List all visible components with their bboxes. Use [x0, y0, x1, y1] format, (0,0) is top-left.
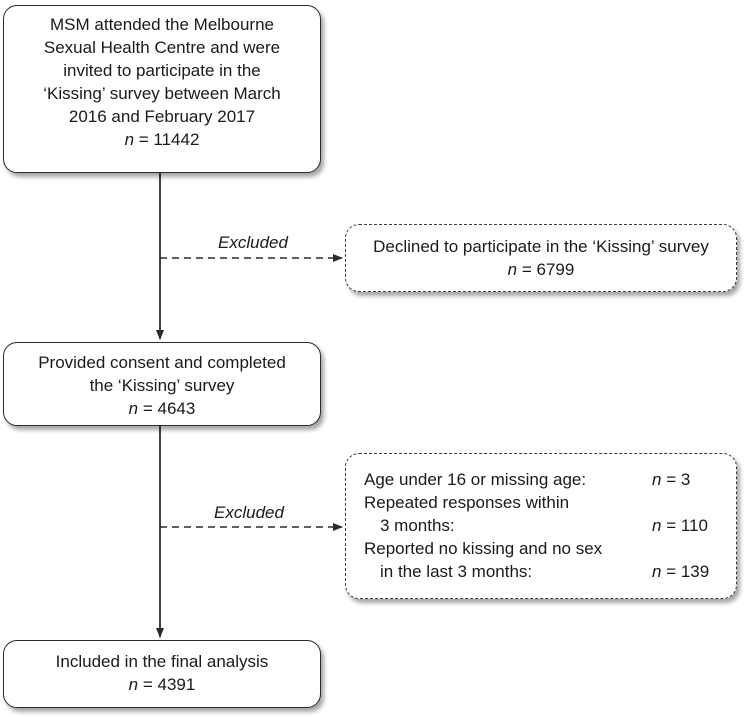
- declined-box: Declined to participate in the ‘Kissing’…: [345, 224, 737, 292]
- reason-label: 3 months:: [380, 516, 455, 535]
- edge-label-excluded-1: Excluded: [218, 233, 288, 252]
- consent-box: Provided consent and completed the ‘Kiss…: [3, 342, 321, 426]
- count-value: = 6799: [517, 260, 575, 279]
- start-box: MSM attended the Melbourne Sexual Health…: [3, 5, 321, 173]
- start-box-count: n = 11442: [4, 128, 320, 151]
- n-symbol: n: [128, 399, 139, 418]
- final-box-line: Included in the final analysis: [55, 652, 269, 671]
- declined-box-line: Declined to participate in the ‘Kissing’…: [373, 237, 709, 256]
- start-box-line: Sexual Health Centre and were: [43, 38, 281, 57]
- count-value: = 4391: [138, 675, 196, 694]
- declined-box-count: n = 6799: [346, 258, 736, 281]
- consent-box-count: n = 4643: [4, 397, 320, 420]
- n-symbol: n: [128, 675, 139, 694]
- reason-label: in the last 3 months:: [380, 562, 533, 581]
- n-symbol: n: [507, 260, 518, 279]
- reason-count: n = 139: [652, 560, 709, 583]
- start-box-line: ‘Kissing’ survey between March: [43, 84, 281, 103]
- reason-label: Reported no kissing and no sex: [364, 539, 603, 558]
- consent-box-line: Provided consent and completed: [38, 353, 286, 372]
- reason-count: n = 110: [652, 514, 708, 537]
- final-box-count: n = 4391: [4, 673, 320, 696]
- count-value: = 11442: [134, 130, 200, 149]
- final-analysis-box: Included in the final analysis n = 4391: [3, 640, 321, 708]
- start-box-line: invited to participate in the: [63, 61, 261, 80]
- n-symbol: n: [652, 470, 662, 489]
- count-value: = 139: [661, 562, 710, 581]
- reason-row-age: Age under 16 or missing age: n = 3: [346, 468, 736, 491]
- count-value: = 4643: [138, 399, 196, 418]
- reason-label: Age under 16 or missing age:: [364, 470, 587, 489]
- reason-row-nokiss-a: Reported no kissing and no sex: [346, 537, 736, 560]
- exclusion-reasons-box: Age under 16 or missing age: n = 3 Repea…: [345, 453, 737, 599]
- start-box-line: MSM attended the Melbourne: [50, 15, 274, 34]
- start-box-line: 2016 and February 2017: [68, 107, 256, 126]
- reason-count: n = 3: [652, 468, 690, 491]
- n-symbol: n: [652, 516, 662, 535]
- n-symbol: n: [124, 130, 135, 149]
- reason-label: Repeated responses within: [364, 493, 570, 512]
- reason-row-repeated-b: 3 months: n = 110: [346, 514, 736, 537]
- reason-row-nokiss-b: in the last 3 months: n = 139: [346, 560, 736, 583]
- edge-label-excluded-2: Excluded: [214, 503, 284, 522]
- consent-box-line: the ‘Kissing’ survey: [89, 376, 235, 395]
- count-value: = 110: [661, 516, 708, 535]
- count-value: = 3: [661, 470, 691, 489]
- n-symbol: n: [652, 562, 662, 581]
- reason-row-repeated-a: Repeated responses within: [346, 491, 736, 514]
